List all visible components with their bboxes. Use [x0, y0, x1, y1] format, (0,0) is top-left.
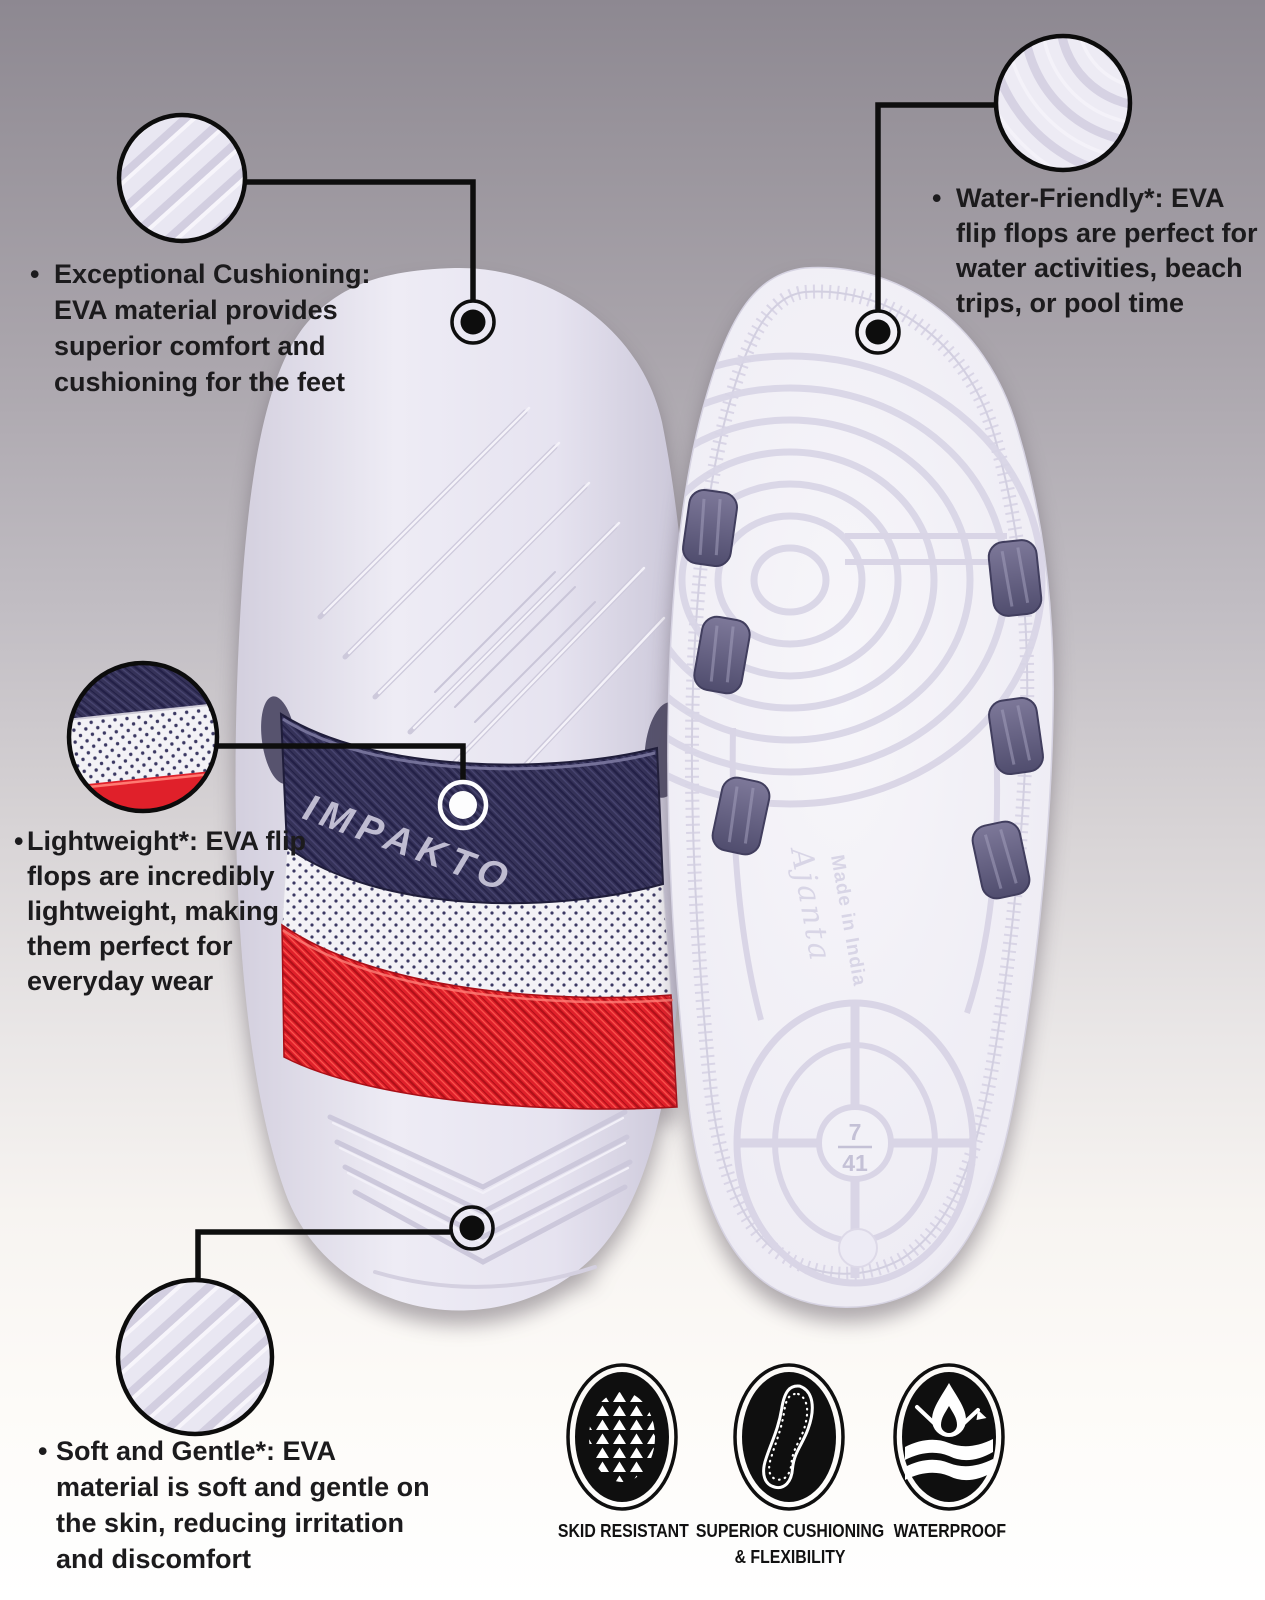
red-band-highlight	[282, 928, 674, 1004]
callout-line: flip flops are perfect for	[956, 218, 1258, 248]
callout-text-lightweight: • Lightweight*: EVA flip flops are incre…	[14, 824, 306, 999]
callout-line: Soft and Gentle*: EVA	[56, 1436, 337, 1466]
traction-pad	[987, 539, 1043, 617]
navy-band-highlight	[282, 717, 656, 771]
sole-tread-details: 7 41 Ajanta Made in India	[667, 352, 1046, 1287]
water-drop-layers-glyph	[905, 1383, 993, 1481]
traction-pad	[693, 615, 751, 695]
detail-circle-strap	[66, 660, 220, 814]
callout-line: Exceptional Cushioning:	[54, 259, 371, 289]
callout-text-soft-gentle: • Soft and Gentle*: EVA material is soft…	[38, 1433, 430, 1577]
triangle-grid-glyph	[589, 1392, 655, 1482]
feature-waterproof: WATERPROOF	[840, 1362, 1060, 1544]
bullet: •	[932, 183, 942, 213]
callout-line: everyday wear	[27, 966, 214, 996]
feature-label: SUPERIOR CUSHIONING & FLEXIBILITY	[695, 1521, 885, 1567]
callout-line: Lightweight*: EVA flip	[27, 826, 306, 856]
slide-top-view-photo: IMPAKTO	[235, 267, 692, 1311]
callout-line: lightweight, making	[27, 896, 280, 926]
callout-line: cushioning for the feet	[54, 367, 346, 397]
size-marking: 7 41	[838, 1119, 872, 1176]
traction-pad	[988, 696, 1044, 776]
skid-resistant-icon	[566, 1363, 678, 1511]
callout-line: EVA material provides	[54, 295, 338, 325]
traction-pad	[711, 776, 771, 856]
callout-text-water-friendly: • Water-Friendly*: EVA flip flops are pe…	[932, 181, 1258, 321]
callout-line: water activities, beach	[956, 253, 1243, 283]
traction-pads	[682, 488, 1044, 900]
callout-line: trips, or pool time	[956, 288, 1185, 318]
callout-line: them perfect for	[27, 931, 233, 961]
waterproof-icon	[893, 1363, 1005, 1511]
callout-line: and discomfort	[56, 1544, 252, 1574]
feature-superior-cushioning: SUPERIOR CUSHIONING & FLEXIBILITY	[680, 1362, 900, 1570]
bullet: •	[14, 826, 24, 856]
superior-cushioning-icon	[733, 1363, 845, 1511]
feature-label: WATERPROOF	[893, 1521, 1007, 1541]
traction-pad	[682, 488, 738, 568]
feature-label: SKID RESISTANT	[557, 1521, 689, 1541]
bullet: •	[38, 1436, 48, 1466]
callout-line: flops are incredibly	[27, 861, 275, 891]
feature-skid-resistant: SKID RESISTANT	[513, 1362, 733, 1544]
detail-circle-water	[993, 33, 1133, 173]
feature-badges-row: SKID RESISTANT SUPERIOR CUSHIONING & FLE…	[0, 1362, 1265, 1582]
heel-gel-dot	[838, 1228, 878, 1268]
slide-sole-view-photo: 7 41 Ajanta Made in India	[667, 266, 1054, 1308]
strap-red-band	[281, 923, 678, 1110]
callout-line: material is soft and gentle on	[56, 1472, 430, 1502]
callout-line: superior comfort and	[54, 331, 326, 361]
detail-circle-cushioning	[116, 112, 248, 244]
bullet: •	[30, 259, 40, 289]
callout-line: the skin, reducing irritation	[56, 1508, 405, 1538]
size-marking-eu: 41	[842, 1150, 868, 1176]
size-marking-circle	[816, 1104, 894, 1182]
callout-text-exceptional-cushioning: • Exceptional Cushioning: EVA material p…	[28, 256, 371, 400]
callout-line: Water-Friendly*: EVA	[956, 183, 1225, 213]
traction-pad	[971, 820, 1031, 900]
size-marking-uk: 7	[849, 1119, 862, 1145]
heel-ridge-texture	[317, 406, 666, 800]
insole-outline-glyph	[762, 1384, 814, 1490]
